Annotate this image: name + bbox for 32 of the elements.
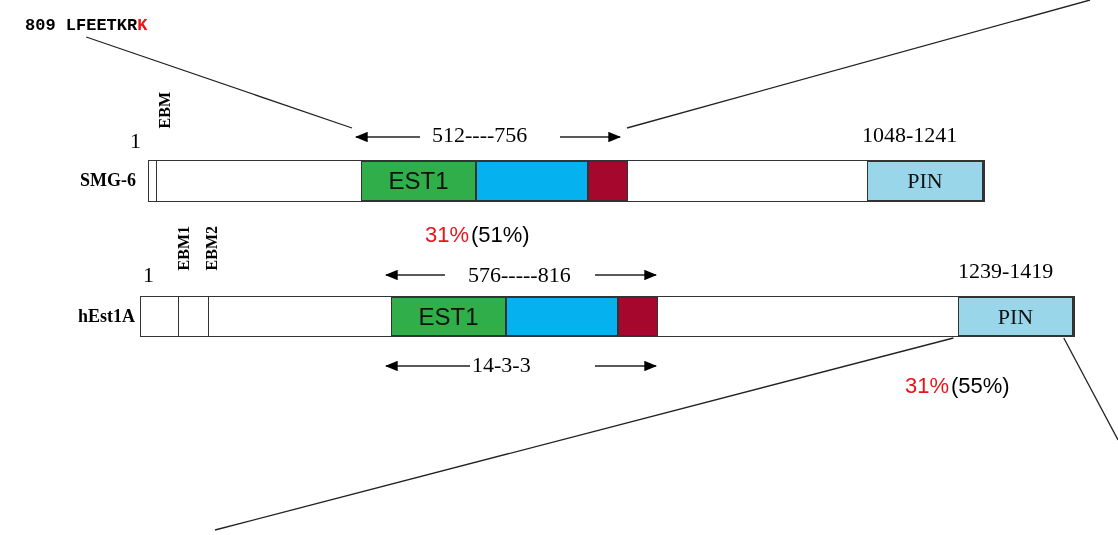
domain-block [867, 161, 983, 201]
similarity-percent: (55%) [951, 373, 1010, 399]
domain-label: EST1 [418, 302, 479, 331]
range-label: 1048-1241 [862, 122, 958, 148]
domain-label: PIN [907, 168, 943, 194]
protein-name: SMG-6 [80, 170, 136, 191]
motif-label: EBM [156, 92, 174, 129]
protein-name: hEst1A [78, 306, 135, 327]
similarity-percent: (51%) [471, 222, 530, 248]
motif-label: EBM1 [175, 226, 193, 271]
range-label: 512----756 [432, 122, 528, 148]
position-number: 1 [143, 262, 154, 288]
region-label: 14-3-3 [472, 352, 531, 378]
domain-block [361, 161, 476, 201]
domain-block [506, 297, 618, 336]
domain-block [588, 161, 628, 201]
identity-percent: 31% [425, 222, 470, 248]
leader-line [85, 36, 353, 129]
motif-label: EBM2 [203, 226, 221, 271]
domain-label: EST1 [388, 167, 449, 195]
sequence-text: 809 LFEETKRK [25, 16, 148, 35]
range-label: 1239-1419 [958, 258, 1054, 284]
domain-block [476, 161, 588, 201]
leader-line [214, 337, 955, 531]
position-number: 1 [130, 128, 141, 154]
leader-line [1063, 337, 1118, 441]
range-label: 576-----816 [468, 262, 571, 288]
domain-label: PIN [997, 303, 1034, 330]
domain-block [391, 297, 506, 336]
identity-percent: 31% [905, 373, 950, 399]
domain-block [958, 297, 1073, 336]
domain-block [618, 297, 658, 336]
